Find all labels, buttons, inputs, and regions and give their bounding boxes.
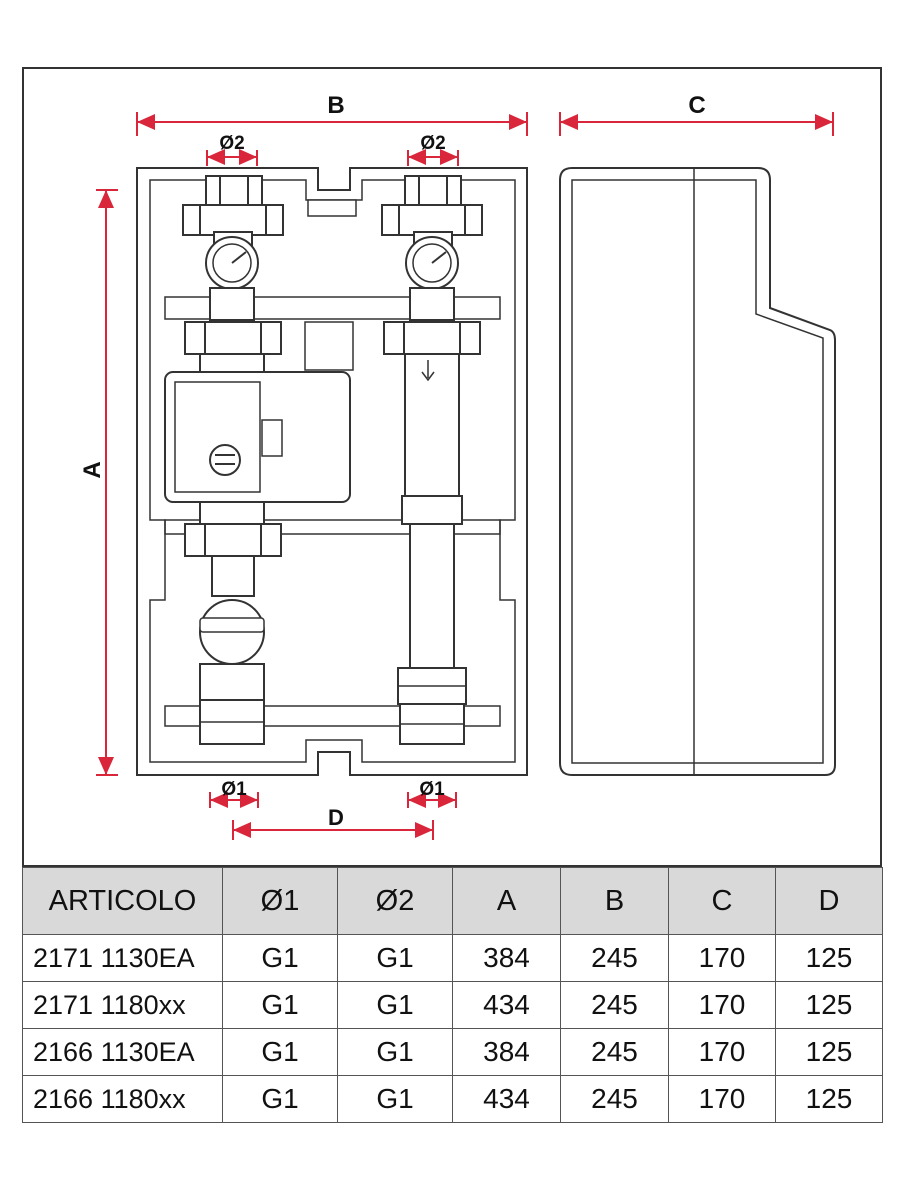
- header-c: C: [668, 867, 776, 935]
- table-row: 2171 1130EA G1 G1 384 245 170 125: [22, 934, 883, 982]
- label-phi2-right: Ø2: [420, 133, 445, 154]
- header-articolo: ARTICOLO: [22, 867, 223, 935]
- header-phi2: Ø2: [337, 867, 453, 935]
- table-row: 2171 1180xx G1 G1 434 245 170 125: [22, 981, 883, 1029]
- table-header-row: ARTICOLO Ø1 Ø2 A B C D: [22, 867, 883, 935]
- table-cell: 434: [452, 1075, 561, 1123]
- table-cell: G1: [222, 981, 338, 1029]
- table-cell: 2166 1130EA: [22, 1028, 223, 1076]
- right-return-line: [381, 175, 483, 745]
- table-cell: 170: [668, 1075, 776, 1123]
- label-phi1-right: Ø1: [419, 779, 445, 800]
- pump-station-technical-drawing: B C A D Ø2 Ø2 Ø1 Ø1: [79, 92, 836, 840]
- table-cell: 125: [775, 1075, 883, 1123]
- table-cell: 245: [560, 981, 669, 1029]
- specification-table: ARTICOLO Ø1 Ø2 A B C D 2171 1130EA G1 G1…: [22, 867, 883, 1123]
- label-b: B: [327, 92, 344, 119]
- label-phi2-left: Ø2: [219, 133, 244, 154]
- header-phi1: Ø1: [222, 867, 338, 935]
- table-cell: G1: [337, 1075, 453, 1123]
- table-cell: 2166 1180xx: [22, 1075, 223, 1123]
- front-view: [136, 167, 528, 776]
- table-row: 2166 1130EA G1 G1 384 245 170 125: [22, 1028, 883, 1076]
- side-view-cover: [559, 167, 836, 776]
- table-cell: G1: [337, 1028, 453, 1076]
- table-cell: 245: [560, 934, 669, 982]
- header-a: A: [452, 867, 561, 935]
- label-c: C: [688, 92, 705, 119]
- table-cell: 125: [775, 1028, 883, 1076]
- table-cell: G1: [337, 981, 453, 1029]
- table-cell: G1: [222, 1075, 338, 1123]
- table-cell: 170: [668, 1028, 776, 1076]
- label-a: A: [79, 461, 106, 478]
- table-cell: 2171 1130EA: [22, 934, 223, 982]
- table-cell: 2171 1180xx: [22, 981, 223, 1029]
- table-row: 2166 1180xx G1 G1 434 245 170 125: [22, 1075, 883, 1123]
- table-cell: 245: [560, 1028, 669, 1076]
- table-cell: 125: [775, 981, 883, 1029]
- table-cell: 125: [775, 934, 883, 982]
- table-cell: G1: [337, 934, 453, 982]
- table-cell: G1: [222, 1028, 338, 1076]
- label-d: D: [328, 805, 344, 830]
- header-d: D: [775, 867, 883, 935]
- table-cell: G1: [222, 934, 338, 982]
- header-b: B: [560, 867, 669, 935]
- table-cell: 170: [668, 981, 776, 1029]
- table-cell: 384: [452, 934, 561, 982]
- table-cell: 384: [452, 1028, 561, 1076]
- table-cell: 434: [452, 981, 561, 1029]
- label-phi1-left: Ø1: [221, 779, 247, 800]
- table-cell: 245: [560, 1075, 669, 1123]
- left-supply-line: [164, 175, 351, 745]
- table-cell: 170: [668, 934, 776, 982]
